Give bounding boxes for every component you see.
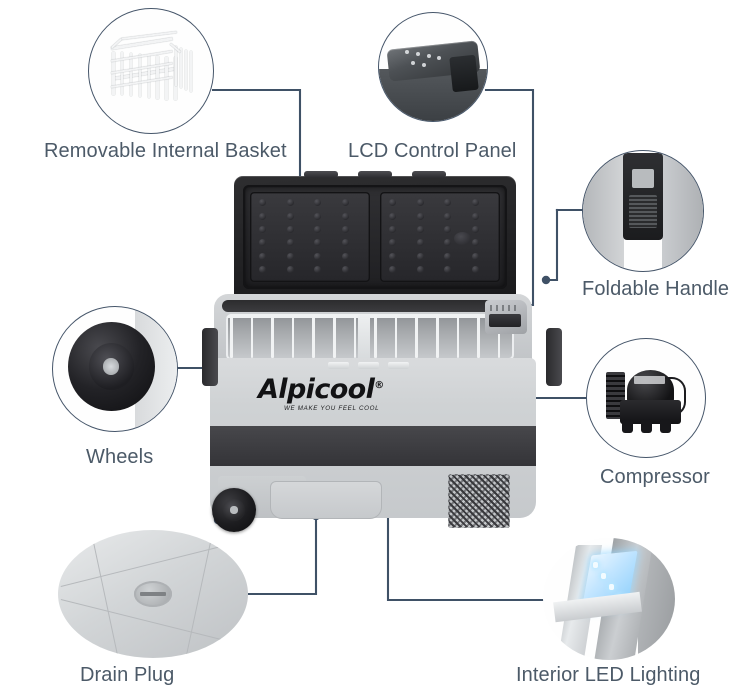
wheel-art — [53, 307, 177, 431]
callout-label-drain: Drain Plug — [80, 664, 175, 686]
basket-divider — [358, 314, 371, 360]
brand-name: Alpicool® — [258, 376, 418, 403]
handle-grip — [629, 194, 657, 228]
plug-slot — [139, 592, 167, 597]
panel-screen — [449, 54, 480, 92]
product-lcd-control-panel — [485, 300, 527, 334]
lid-hinge-left — [304, 171, 338, 178]
lid-pad-right — [379, 192, 500, 282]
callout-label-led: Interior LED Lighting — [516, 664, 701, 686]
lid-inner-frame — [243, 185, 507, 289]
handle-wall-right — [662, 151, 703, 271]
lower-front-drawer — [270, 481, 382, 519]
callout-label-wheels: Wheels — [86, 446, 154, 468]
lcd-keypad — [490, 305, 520, 311]
callout-label-compressor: Compressor — [600, 466, 710, 488]
lid-latch-mid — [358, 362, 379, 369]
lid-knob — [454, 231, 472, 245]
lid-hinge-right — [412, 171, 446, 178]
callout-label-handle: Foldable Handle — [582, 278, 730, 300]
lcd-panel-icon — [378, 12, 488, 122]
product-wheel — [212, 488, 256, 532]
compressor-vent-grille — [448, 474, 510, 528]
registered-mark: ® — [374, 380, 384, 391]
brand-name-text: Alpicool — [258, 374, 375, 405]
lid-hinge-mid — [358, 171, 392, 178]
lcd-panel-art — [379, 13, 487, 121]
callout-label-lcd: LCD Control Panel — [348, 140, 517, 162]
fridge-seal-rim — [222, 300, 522, 312]
lid-latch-left — [328, 362, 349, 369]
side-handle-right — [546, 328, 562, 386]
callout-label-basket: Removable Internal Basket — [44, 140, 287, 162]
brand-logo: Alpicool® WE MAKE YOU FEEL COOL — [258, 376, 418, 412]
foldable-handle-art — [583, 151, 703, 271]
fridge-dark-band — [210, 426, 536, 466]
wheel-centre-cap — [103, 358, 120, 375]
wheel-icon — [52, 306, 178, 432]
internal-basket-rail — [226, 314, 514, 360]
wire-basket-icon — [88, 8, 214, 134]
brand-tagline: WE MAKE YOU FEEL COOL — [284, 405, 380, 412]
product-image-portable-fridge: Alpicool® WE MAKE YOU FEEL COOL — [196, 171, 568, 551]
lid-latch-right — [388, 362, 409, 369]
fridge-lid — [234, 171, 516, 302]
compressor-icon — [586, 338, 706, 458]
handle-plate — [622, 153, 664, 240]
led-art — [543, 538, 675, 660]
wheel-tyre — [67, 321, 155, 412]
lcd-display — [489, 314, 521, 327]
handle-slot — [631, 168, 655, 188]
wheel-cap — [230, 506, 238, 514]
compressor-art — [587, 339, 705, 457]
handle-wall-left — [583, 151, 624, 271]
side-handle-left — [202, 328, 218, 386]
led-light-icon — [543, 538, 675, 660]
drain-plug-icon — [58, 530, 248, 658]
compressor-label — [634, 375, 665, 384]
lid-pad-left — [250, 192, 371, 282]
foldable-handle-icon — [582, 150, 704, 272]
drain-plug-art — [58, 530, 248, 658]
compressor-base — [620, 400, 682, 424]
